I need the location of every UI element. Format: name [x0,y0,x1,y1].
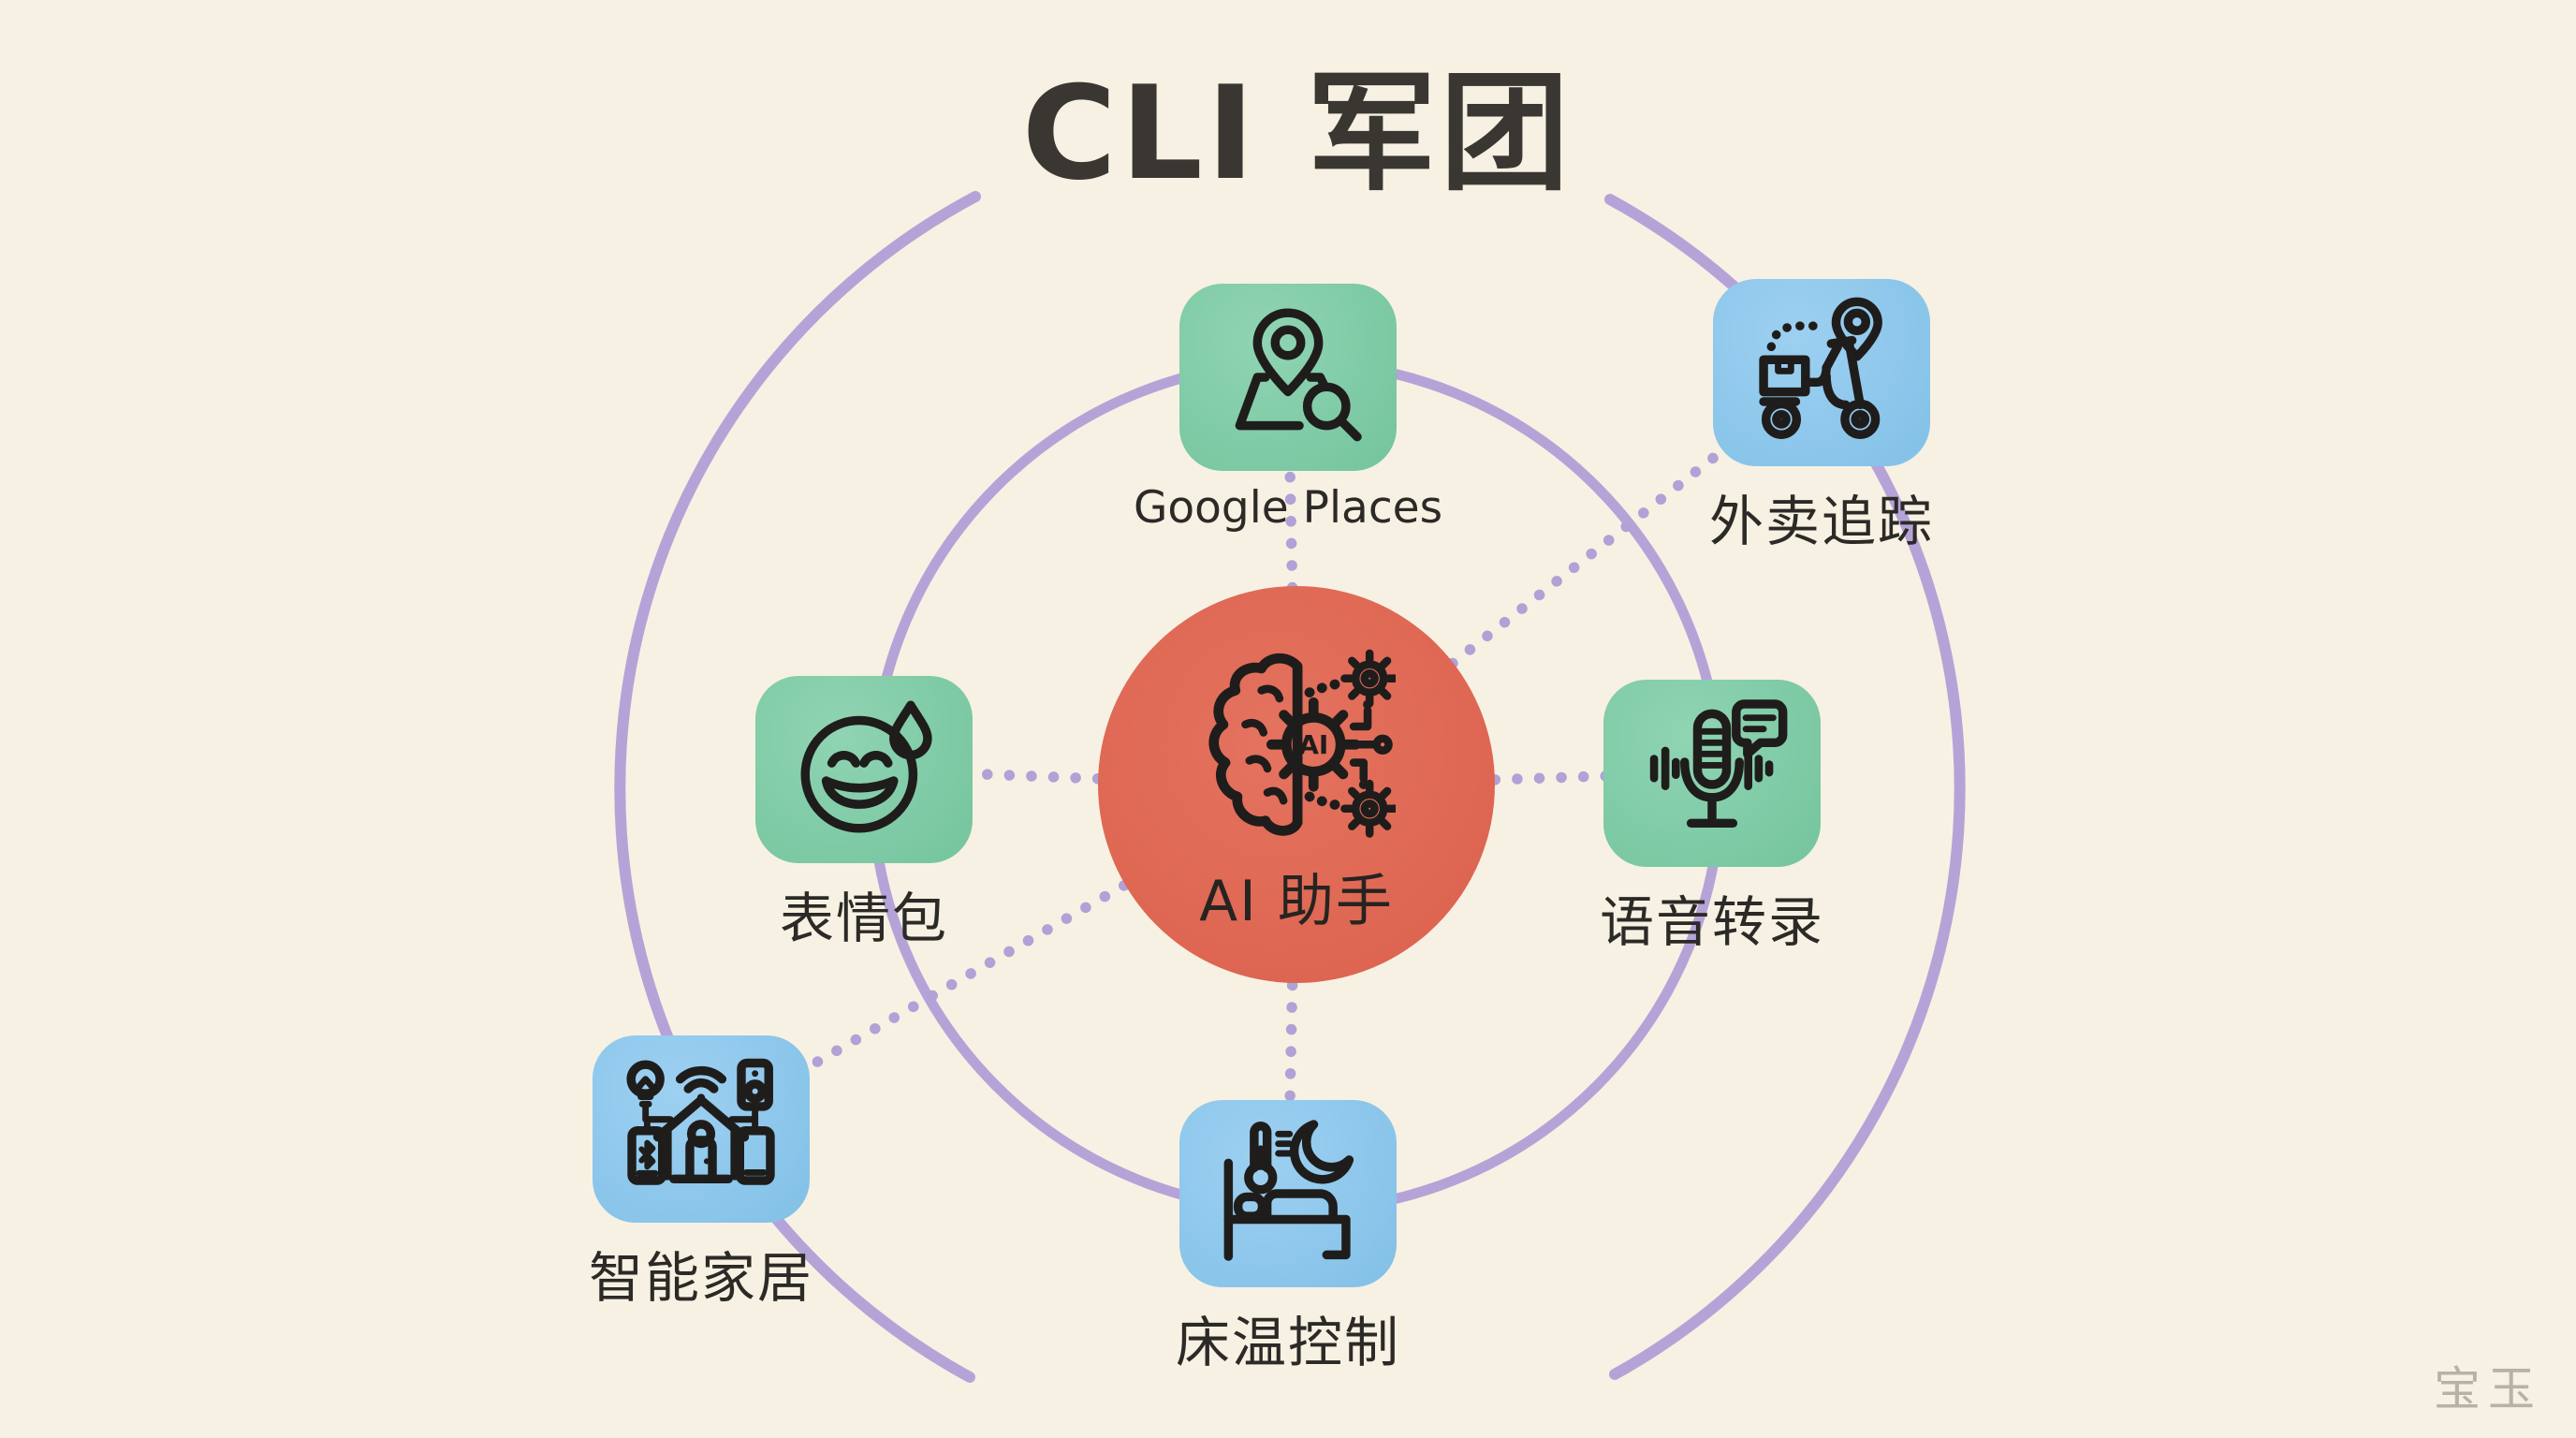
emoji-pack-tile [755,676,973,863]
bed-temp-control-tile [1179,1100,1397,1287]
node-label: Google Places [1133,482,1443,534]
node-label: 智能家居 [588,1246,814,1310]
watermark: 宝玉 [2434,1362,2542,1416]
voice-transcription-tile [1603,680,1821,867]
map-search-icon [1235,308,1362,442]
smart-home-devices-icon [626,1058,775,1185]
node-label: 外卖追踪 [1708,490,1935,553]
ai-brain-gear-icon: AI [1208,649,1396,838]
node-label: 表情包 [779,887,949,950]
google-places-tile [1179,284,1397,471]
node-google-places: Google Places [1134,284,1442,534]
microphone-speech-icon [1649,699,1788,829]
bed-thermometer-moon-icon [1223,1120,1354,1261]
spoke-emoji-pack [857,764,1302,792]
node-label: 床温控制 [1175,1311,1401,1374]
page-title: CLI 军团 [1021,58,1573,209]
delivery-scooter-icon [1759,297,1882,439]
hub-label: AI 助手 [1199,869,1394,934]
node-voice-transcription: 语音转录 [1600,680,1822,954]
outer-ring-left-arc [614,191,981,1383]
ai-gear-label: AI [1298,729,1328,760]
node-delivery-tracking: 外卖追踪 [1709,279,1932,553]
smart-home-tile [593,1035,810,1223]
delivery-tracking-tile [1713,279,1930,466]
node-bed-temp-control: 床温控制 [1176,1100,1398,1374]
node-smart-home: 智能家居 [589,1035,812,1310]
hub-ai-assistant: AI AI 助手 [1098,586,1495,983]
node-emoji-pack: 表情包 [755,676,973,950]
node-label: 语音转录 [1599,890,1825,954]
laughing-emoji-icon [800,700,932,833]
